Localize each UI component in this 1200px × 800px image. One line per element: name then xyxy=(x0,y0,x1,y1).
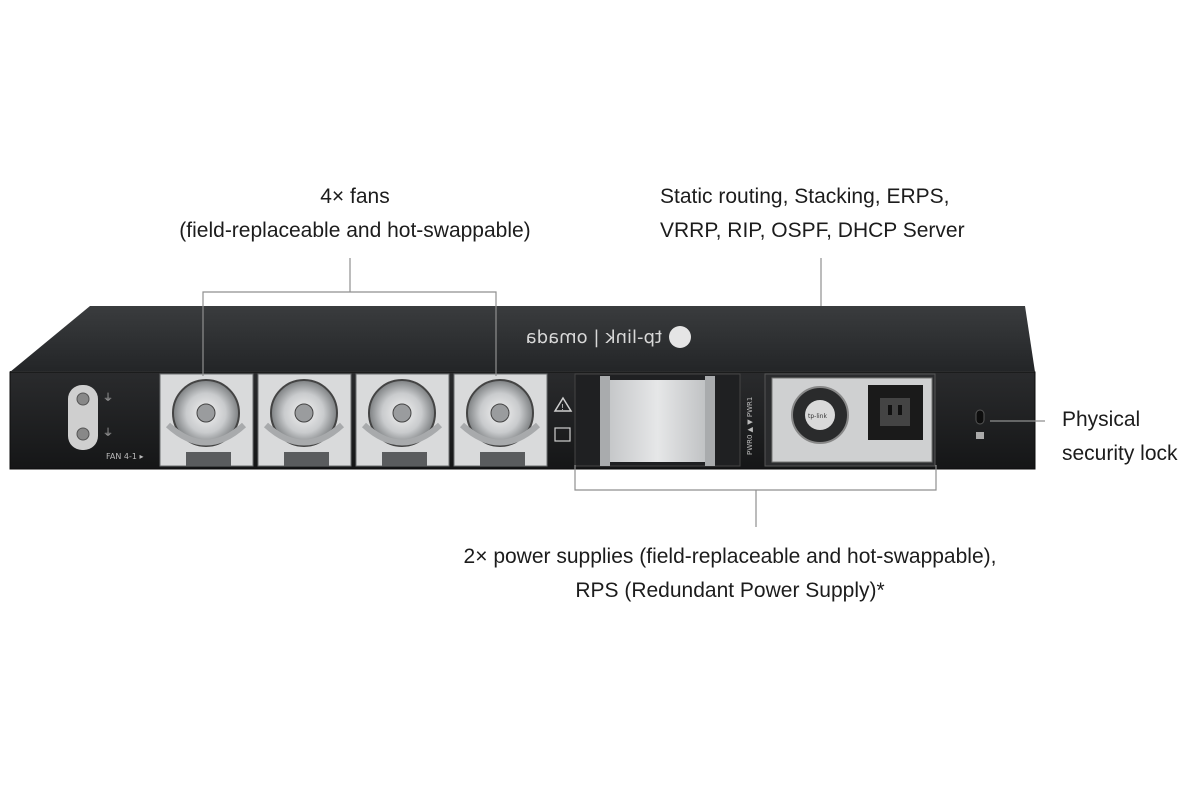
hot-surface-icon xyxy=(554,427,571,442)
security-callout: Physical security lock xyxy=(1062,403,1200,471)
fans-callout-line1: 4× fans xyxy=(320,185,390,208)
svg-text:⏚: ⏚ xyxy=(103,427,113,439)
psu-slot-installed: tp-link xyxy=(764,373,936,467)
power-callout: 2× power supplies (field-replaceable and… xyxy=(400,540,1060,608)
security-callout-line1: Physical xyxy=(1062,408,1141,431)
brand-logo: tp-link | omada xyxy=(526,326,691,348)
fans-callout: 4× fans (field-replaceable and hot-swapp… xyxy=(150,180,560,248)
brand-logo-text: tp-link | omada xyxy=(526,327,662,348)
features-callout-line2: VRRP, RIP, OSPF, DHCP Server xyxy=(660,219,965,242)
callout-lines xyxy=(202,258,1045,527)
fan-module-4 xyxy=(159,373,254,467)
fan-label: FAN 4-1 ▸ xyxy=(106,452,144,461)
fan-module-1 xyxy=(453,373,548,467)
security-lock-icon xyxy=(975,409,985,439)
pwr-labels: PWR0 ▲ ▼ PWR1 xyxy=(746,397,754,455)
svg-text:tp-link: tp-link xyxy=(808,413,827,420)
psu-slot-blank xyxy=(574,373,741,467)
features-callout-line1: Static routing, Stacking, ERPS, xyxy=(660,185,950,208)
svg-text:⏚: ⏚ xyxy=(103,392,113,404)
warning-icon: ! xyxy=(553,396,573,412)
security-callout-line2: security lock xyxy=(1062,442,1178,465)
chassis-top xyxy=(10,306,1035,373)
grounding-plate: ⏚ ⏚ xyxy=(68,385,113,450)
svg-text:!: ! xyxy=(561,403,564,412)
power-callout-line1: 2× power supplies (field-replaceable and… xyxy=(463,545,997,568)
fan-module-2 xyxy=(355,373,450,467)
features-callout: Static routing, Stacking, ERPS, VRRP, RI… xyxy=(660,180,1060,248)
power-callout-line2: RPS (Redundant Power Supply)* xyxy=(575,579,885,602)
fans-callout-line2: (field-replaceable and hot-swappable) xyxy=(179,219,531,242)
fan-module-3 xyxy=(257,373,352,467)
